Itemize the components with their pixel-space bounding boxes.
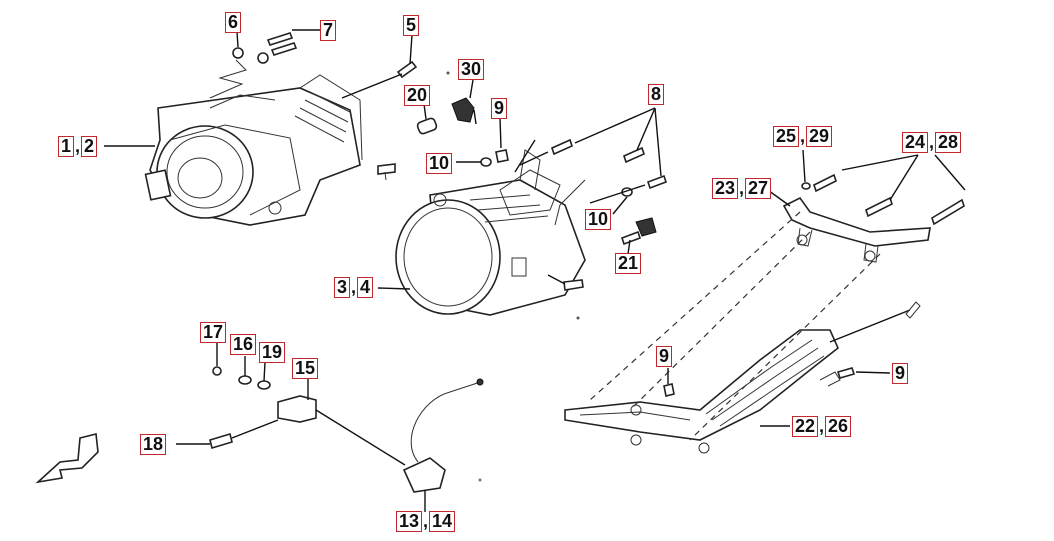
bracket-upper <box>782 196 931 263</box>
callout-19: 19 <box>259 341 286 363</box>
callout-number: 24 <box>902 131 929 153</box>
screw-24a <box>813 173 837 193</box>
callout-number: 28 <box>935 131 962 153</box>
leader-10b <box>612 196 628 215</box>
callout-17: 17 <box>200 321 227 343</box>
callout-10-top: 10 <box>426 152 453 174</box>
callout-number: 20 <box>404 84 431 106</box>
callout-10-mid: 10 <box>585 208 612 230</box>
screw-left-lamp <box>377 163 396 181</box>
leader-zigzag <box>209 59 247 99</box>
callout-3-4: 3 , 4 <box>334 276 374 298</box>
callout-number: 1 <box>58 135 75 157</box>
leader-3-4 <box>377 287 411 290</box>
callout-23-27: 23 , 27 <box>712 177 772 199</box>
callout-number: 8 <box>648 83 665 105</box>
leader-21 <box>627 239 631 255</box>
callout-9-mid: 9 <box>656 345 673 367</box>
callout-number: 18 <box>140 433 167 455</box>
leader-5 <box>409 34 413 65</box>
callout-6: 6 <box>225 11 242 33</box>
callout-25-29: 25 , 29 <box>773 125 833 147</box>
screw-8a <box>551 138 573 156</box>
callout-5: 5 <box>403 14 420 36</box>
callout-number: 4 <box>357 276 374 298</box>
callout-number: 14 <box>429 510 456 532</box>
callout-number: 22 <box>792 415 819 437</box>
screw-24b <box>865 196 893 218</box>
screw-lamp-bottom <box>563 279 584 291</box>
headlight-lamp-right <box>395 149 586 316</box>
callout-22-26: 22 , 26 <box>792 415 852 437</box>
screw-8c <box>646 174 668 190</box>
callout-number: 26 <box>825 415 852 437</box>
leader-30 <box>469 79 474 99</box>
washer-19 <box>257 380 271 390</box>
bracket-15 <box>277 395 317 423</box>
screw-8b <box>623 146 645 164</box>
callout-number: 9 <box>892 362 909 384</box>
clip-30 <box>451 97 477 125</box>
callout-20: 20 <box>404 84 431 106</box>
callout-21: 21 <box>615 252 642 274</box>
callout-number: 17 <box>200 321 227 343</box>
callout-number: 9 <box>491 97 508 119</box>
callout-number: 27 <box>745 177 772 199</box>
screws-7 <box>266 32 298 56</box>
washer-16 <box>238 375 252 385</box>
screw-9-mid <box>663 383 675 397</box>
callout-number: 6 <box>225 11 242 33</box>
callout-number: 9 <box>656 345 673 367</box>
callout-number: 3 <box>334 276 351 298</box>
callout-number: 15 <box>292 357 319 379</box>
callout-number: 19 <box>259 341 286 363</box>
callout-9-top: 9 <box>491 97 508 119</box>
callout-8: 8 <box>648 83 665 105</box>
callout-number: 29 <box>806 125 833 147</box>
screw-5 <box>396 60 418 79</box>
headlight-housing-left <box>144 74 363 226</box>
washer-10-top <box>480 157 492 167</box>
nut-17 <box>212 366 222 376</box>
callout-number: 2 <box>81 135 98 157</box>
callout-number: 21 <box>615 252 642 274</box>
callout-30: 30 <box>458 58 485 80</box>
callout-number: 5 <box>403 14 420 36</box>
bushing-20 <box>416 117 438 135</box>
callout-number: 10 <box>426 152 453 174</box>
direction-arrow-icon <box>35 433 99 484</box>
lower-guard <box>564 329 839 454</box>
callout-number: 30 <box>458 58 485 80</box>
callout-number: 13 <box>396 510 423 532</box>
callout-15: 15 <box>292 357 319 379</box>
callout-7: 7 <box>320 19 337 41</box>
screw-9-top <box>495 149 509 163</box>
callout-24-28: 24 , 28 <box>902 131 962 153</box>
callout-9-right: 9 <box>892 362 909 384</box>
callout-1-2: 1 , 2 <box>58 135 98 157</box>
leader-6 <box>236 31 239 48</box>
grommet-21 <box>620 217 657 246</box>
callout-number: 25 <box>773 125 800 147</box>
callout-number: 23 <box>712 177 739 199</box>
callout-16: 16 <box>230 333 257 355</box>
leader-20 <box>423 103 427 120</box>
callout-number: 16 <box>230 333 257 355</box>
callout-number: 7 <box>320 19 337 41</box>
bolt-18 <box>209 432 233 450</box>
callout-18: 18 <box>140 433 167 455</box>
callout-13-14: 13 , 14 <box>396 510 456 532</box>
screw-9-right <box>836 367 856 379</box>
callout-number: 10 <box>585 208 612 230</box>
screw-24c <box>931 198 965 226</box>
nut-6 <box>232 47 269 64</box>
washer-25 <box>801 182 811 190</box>
side-lamp <box>402 378 484 493</box>
